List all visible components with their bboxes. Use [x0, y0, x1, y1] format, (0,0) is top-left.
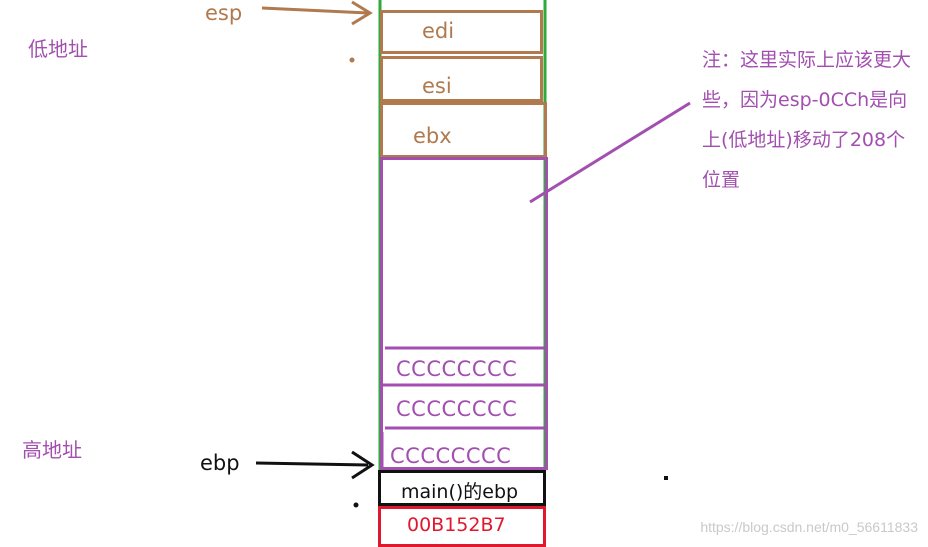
stray-dot-2 — [664, 476, 668, 480]
ebp-arrow-line — [255, 461, 369, 467]
stack-slot-return-address — [378, 506, 546, 547]
stack-slot-ebx-label: ebx — [413, 124, 452, 148]
watermark: https://blog.csdn.net/m0_56611833 — [700, 519, 918, 535]
cc-fill-row-3: CCCCCCCC — [390, 444, 512, 468]
note-pointer-line — [529, 101, 691, 204]
ebp-label: ebp — [200, 451, 240, 475]
stack-slot-ebx — [380, 102, 547, 158]
stack-slot-esi — [380, 56, 543, 102]
ebp-arrow-head — [351, 450, 375, 480]
low-address-label: 低地址 — [28, 37, 88, 61]
cc-fill-row-1: CCCCCCCC — [396, 357, 518, 381]
stack-slot-main-ebp — [378, 470, 546, 506]
high-address-label: 高地址 — [22, 438, 82, 462]
annotation-note: 注：这里实际上应该更大些，因为esp-0CCh是向上(低地址)移动了208个位置 — [702, 49, 912, 191]
cc-fill-row-2: CCCCCCCC — [396, 397, 518, 421]
stack-slot-edi-label: edi — [422, 19, 455, 43]
stray-dot-3 — [353, 502, 359, 508]
stack-slot-edi — [380, 10, 543, 54]
esp-arrow-head — [351, 0, 373, 26]
stack-slot-esi-label: esi — [422, 74, 452, 98]
esp-arrow-line — [261, 6, 369, 15]
esp-label: esp — [205, 1, 243, 25]
local-variable-area — [380, 157, 548, 470]
stack-slot-main-ebp-label: main()的ebp — [401, 481, 519, 503]
stack-slot-return-address-label: 00B152B7 — [407, 514, 506, 536]
stray-dot-1 — [349, 57, 355, 63]
